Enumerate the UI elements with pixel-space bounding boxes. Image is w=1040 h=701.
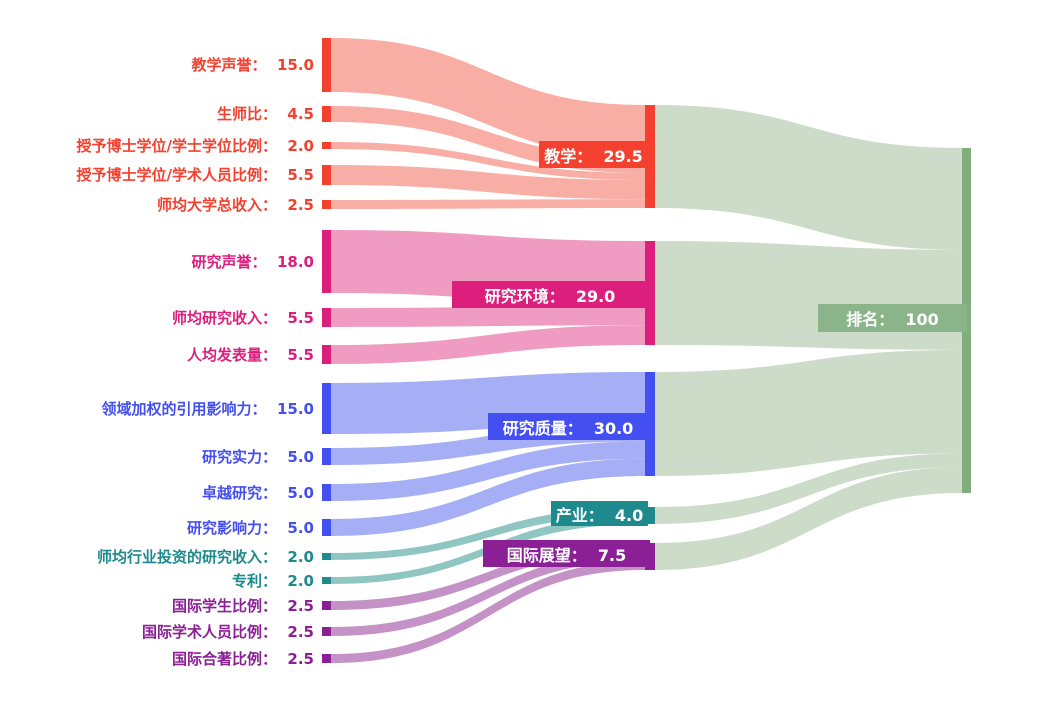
flow-res_quality-to-rank: [655, 349, 962, 476]
node-industry: [645, 507, 655, 524]
flow-res_env-to-rank: [655, 241, 962, 350]
node-intl_cowork: [322, 654, 331, 663]
label-res_rep: 研究声誉： 18.0: [191, 252, 314, 271]
node-fwci: [322, 383, 331, 434]
label-inst_income: 师均大学总收入： 2.5: [156, 195, 314, 214]
node-res_income: [322, 308, 331, 327]
flow-res_influence-to-res_quality: [331, 458, 645, 536]
label-res_strength: 研究实力： 5.0: [201, 447, 314, 466]
flow-productivity-to-res_env: [331, 325, 645, 364]
flow-intl_students-to-intl: [331, 543, 645, 610]
node-intl_students: [322, 601, 331, 610]
flow-teach_rep-to-teaching: [331, 38, 645, 158]
node-res_strength: [322, 448, 331, 465]
node-res_rep: [322, 230, 331, 293]
node-productivity: [322, 345, 331, 364]
label-intl_cowork: 国际合著比例： 2.5: [171, 649, 314, 668]
flow-industry-to-rank: [655, 453, 962, 524]
label-intl_students: 国际学生比例： 2.5: [171, 596, 314, 615]
label-res_quality: 研究质量： 30.0: [488, 413, 648, 440]
node-teaching: [645, 105, 655, 208]
flow-res_excellence-to-res_quality: [331, 441, 645, 501]
label-industry_income: 师均行业投资的研究收入： 2.0: [96, 547, 314, 566]
flow-res_income-to-res_env: [331, 305, 645, 327]
label-ssr: 生师比： 4.5: [216, 105, 314, 123]
label-teaching: 教学： 29.5: [539, 141, 648, 168]
label-industry: 产业： 4.0: [551, 501, 648, 526]
node-res_excellence: [322, 484, 331, 501]
node-res_quality: [645, 372, 655, 476]
label-res_income: 师均研究收入： 5.5: [171, 308, 314, 327]
flow-doc_bach-to-teaching: [331, 142, 645, 181]
label-res_influence: 研究影响力： 5.0: [186, 518, 314, 537]
node-industry_income: [322, 553, 331, 560]
label-intl_staff: 国际学术人员比例： 2.5: [141, 622, 314, 641]
label-intl: 国际展望： 7.5: [483, 540, 650, 567]
node-intl: [645, 543, 655, 570]
node-doc_bach: [322, 142, 331, 149]
label-doc_staff: 授予博士学位/学术人员比例： 5.5: [76, 166, 315, 184]
node-intl_staff: [322, 627, 331, 636]
flow-industry_income-to-industry: [331, 507, 645, 560]
flow-intl_staff-to-intl: [331, 552, 645, 636]
flow-inst_income-to-teaching: [331, 199, 645, 209]
flow-intl_cowork-to-intl: [331, 561, 645, 663]
node-res_env: [645, 241, 655, 345]
node-inst_income: [322, 200, 331, 209]
node-patents: [322, 577, 331, 584]
node-ssr: [322, 106, 331, 122]
label-res_excellence: 卓越研究： 5.0: [201, 483, 314, 502]
label-teach_rep: 教学声誉： 15.0: [191, 56, 314, 74]
label-fwci: 领域加权的引用影响力： 15.0: [101, 399, 314, 418]
node-doc_staff: [322, 165, 331, 185]
label-rank: 排名： 100: [818, 304, 967, 332]
label-patents: 专利： 2.0: [231, 571, 314, 590]
node-res_influence: [322, 519, 331, 536]
label-doc_bach: 授予博士学位/学士学位比例： 2.0: [76, 136, 315, 155]
label-productivity: 人均发表量： 5.5: [186, 345, 314, 364]
label-res_env: 研究环境： 29.0: [452, 281, 648, 308]
node-teach_rep: [322, 38, 331, 92]
flow-teaching-to-rank: [655, 105, 962, 250]
flow-doc_staff-to-teaching: [331, 165, 645, 200]
flow-intl-to-rank: [655, 467, 962, 570]
